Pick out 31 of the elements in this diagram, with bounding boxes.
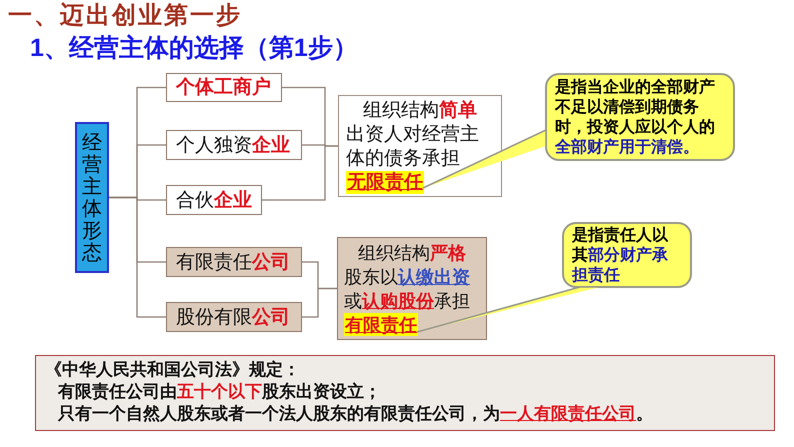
- type-box: [166, 130, 302, 160]
- category-box: [75, 122, 109, 273]
- note-heading: 《中华人民共和国公司法》规定：: [44, 359, 301, 381]
- description-box: [337, 237, 487, 340]
- type-label: 个体工商户: [176, 78, 271, 97]
- speech-bubble: [545, 73, 735, 161]
- type-label: 合伙企业: [176, 190, 252, 210]
- description-text: 出资人对经营主体的债务承担: [346, 123, 480, 171]
- type-box: [166, 185, 262, 215]
- note-box: [35, 355, 775, 431]
- description-heading: 组织结构简单: [362, 99, 478, 123]
- description-heading: 组织结构严格: [357, 242, 467, 265]
- description-text: 股东以认缴出资或认购股份承担: [344, 266, 471, 313]
- description-box: [338, 95, 502, 197]
- type-label: 股份有限公司: [176, 308, 290, 326]
- callout-text: 是指当企业的全部财产不足以清偿到期债务时，投资人应以个人的全部财产用于清偿。: [555, 78, 716, 158]
- type-label: 有限责任公司: [176, 252, 290, 272]
- type-box: [166, 73, 282, 102]
- type-label: 个人独资企业: [176, 136, 290, 154]
- type-box: [166, 247, 302, 277]
- subsection-heading: 1、经营主体的选择（第1步）: [30, 33, 358, 63]
- type-box: [166, 302, 302, 332]
- note-text: 有限责任公司由五十个以下股东出资设立；: [56, 381, 382, 403]
- connector-line: [262, 145, 338, 201]
- speech-bubble: [562, 222, 692, 288]
- category-label: 经营主体形态: [82, 132, 102, 264]
- connector-line: [109, 196, 166, 318]
- section-title: 一、迈出创业第一步: [8, 0, 242, 30]
- connector-line: [302, 288, 337, 318]
- note-text: 只有一个自然人股东或者一个法人股东的有限责任公司，为一人有限责任公司。: [56, 403, 654, 425]
- callout-text: 是指责任人以其部分财产承担责任: [572, 226, 670, 286]
